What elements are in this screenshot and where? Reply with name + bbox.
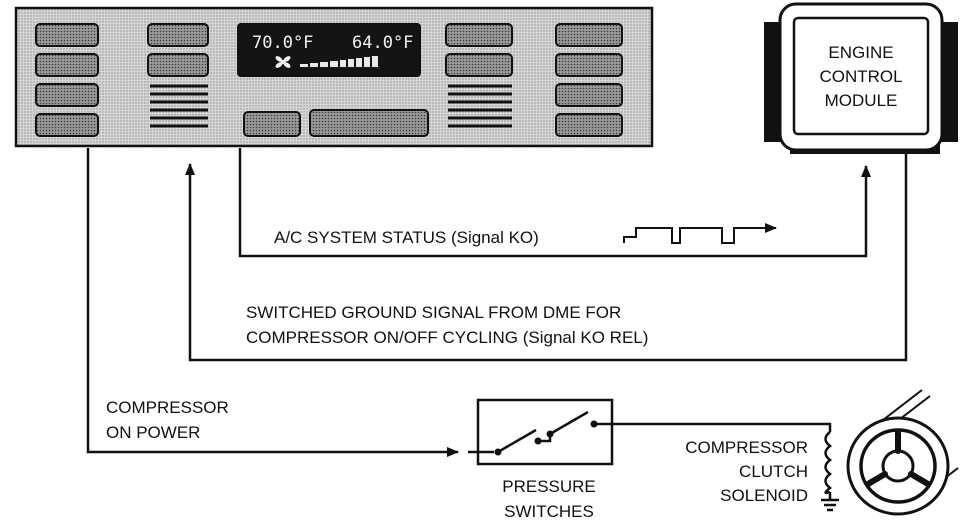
right-vent-column <box>445 23 513 128</box>
pressure-switches-label-line2: SWITCHES <box>504 502 594 521</box>
temperature-display: 70.0°F 64.0°F <box>237 23 421 77</box>
vent-slats <box>150 84 208 128</box>
ecm-right-connector <box>940 22 958 142</box>
clutch-label-line3: SOLENOID <box>720 486 808 505</box>
panel-button <box>555 23 623 47</box>
ac-status-wire <box>238 148 871 258</box>
left-vent-column <box>147 23 209 128</box>
clutch-label-line1: COMPRESSOR <box>685 438 808 457</box>
ecm-label-line1: ENGINE <box>828 43 893 62</box>
switched-ground-wire <box>185 154 908 362</box>
switch-icon <box>494 410 598 456</box>
panel-button <box>555 53 623 77</box>
compressor-pulley-icon <box>846 389 959 516</box>
panel-button <box>35 53 99 77</box>
pressure-switches-label-line1: PRESSURE <box>502 477 596 496</box>
climate-control-panel: 70.0°F 64.0°F <box>14 6 654 148</box>
ecm-left-connector <box>764 22 782 142</box>
left-button-column <box>35 23 99 137</box>
display-left-temp: 70.0°F <box>252 33 313 53</box>
ecm-label-line2: CONTROL <box>819 67 902 86</box>
engine-control-module: ENGINE CONTROL MODULE <box>764 2 958 154</box>
power-label-line2: ON POWER <box>106 423 200 442</box>
panel-button <box>445 23 513 47</box>
ground-signal-label-line2: COMPRESSOR ON/OFF CYCLING (Signal KO REL… <box>246 328 648 347</box>
fan-speed-bars <box>300 56 378 67</box>
panel-button <box>147 23 209 47</box>
panel-button <box>35 23 99 47</box>
panel-button <box>555 83 623 107</box>
ground-signal-label-line1: SWITCHED GROUND SIGNAL FROM DME FOR <box>246 303 621 322</box>
compressor-power-wire <box>86 148 459 457</box>
panel-button <box>555 113 623 137</box>
right-button-column <box>555 23 623 137</box>
solenoid-feed-wire <box>594 422 832 432</box>
ecm-label-line3: MODULE <box>825 91 898 110</box>
power-label-line1: COMPRESSOR <box>106 398 229 417</box>
pressure-switches: PRESSURE SWITCHES <box>468 398 614 521</box>
coil-icon <box>824 431 833 495</box>
panel-button <box>445 53 513 77</box>
panel-button <box>243 111 301 137</box>
vent-slats <box>448 84 512 128</box>
fan-icon <box>275 56 291 68</box>
clutch-label-line2: CLUTCH <box>739 462 808 481</box>
panel-rocker-button <box>309 109 429 137</box>
ac-status-label: A/C SYSTEM STATUS (Signal KO) <box>274 228 539 247</box>
display-right-temp: 64.0°F <box>352 33 413 53</box>
panel-button <box>35 113 99 137</box>
ground-icon <box>821 494 839 512</box>
panel-button <box>35 83 99 107</box>
panel-button <box>147 53 209 77</box>
ecm-label-plate <box>792 16 930 136</box>
status-waveform-icon <box>623 223 777 244</box>
